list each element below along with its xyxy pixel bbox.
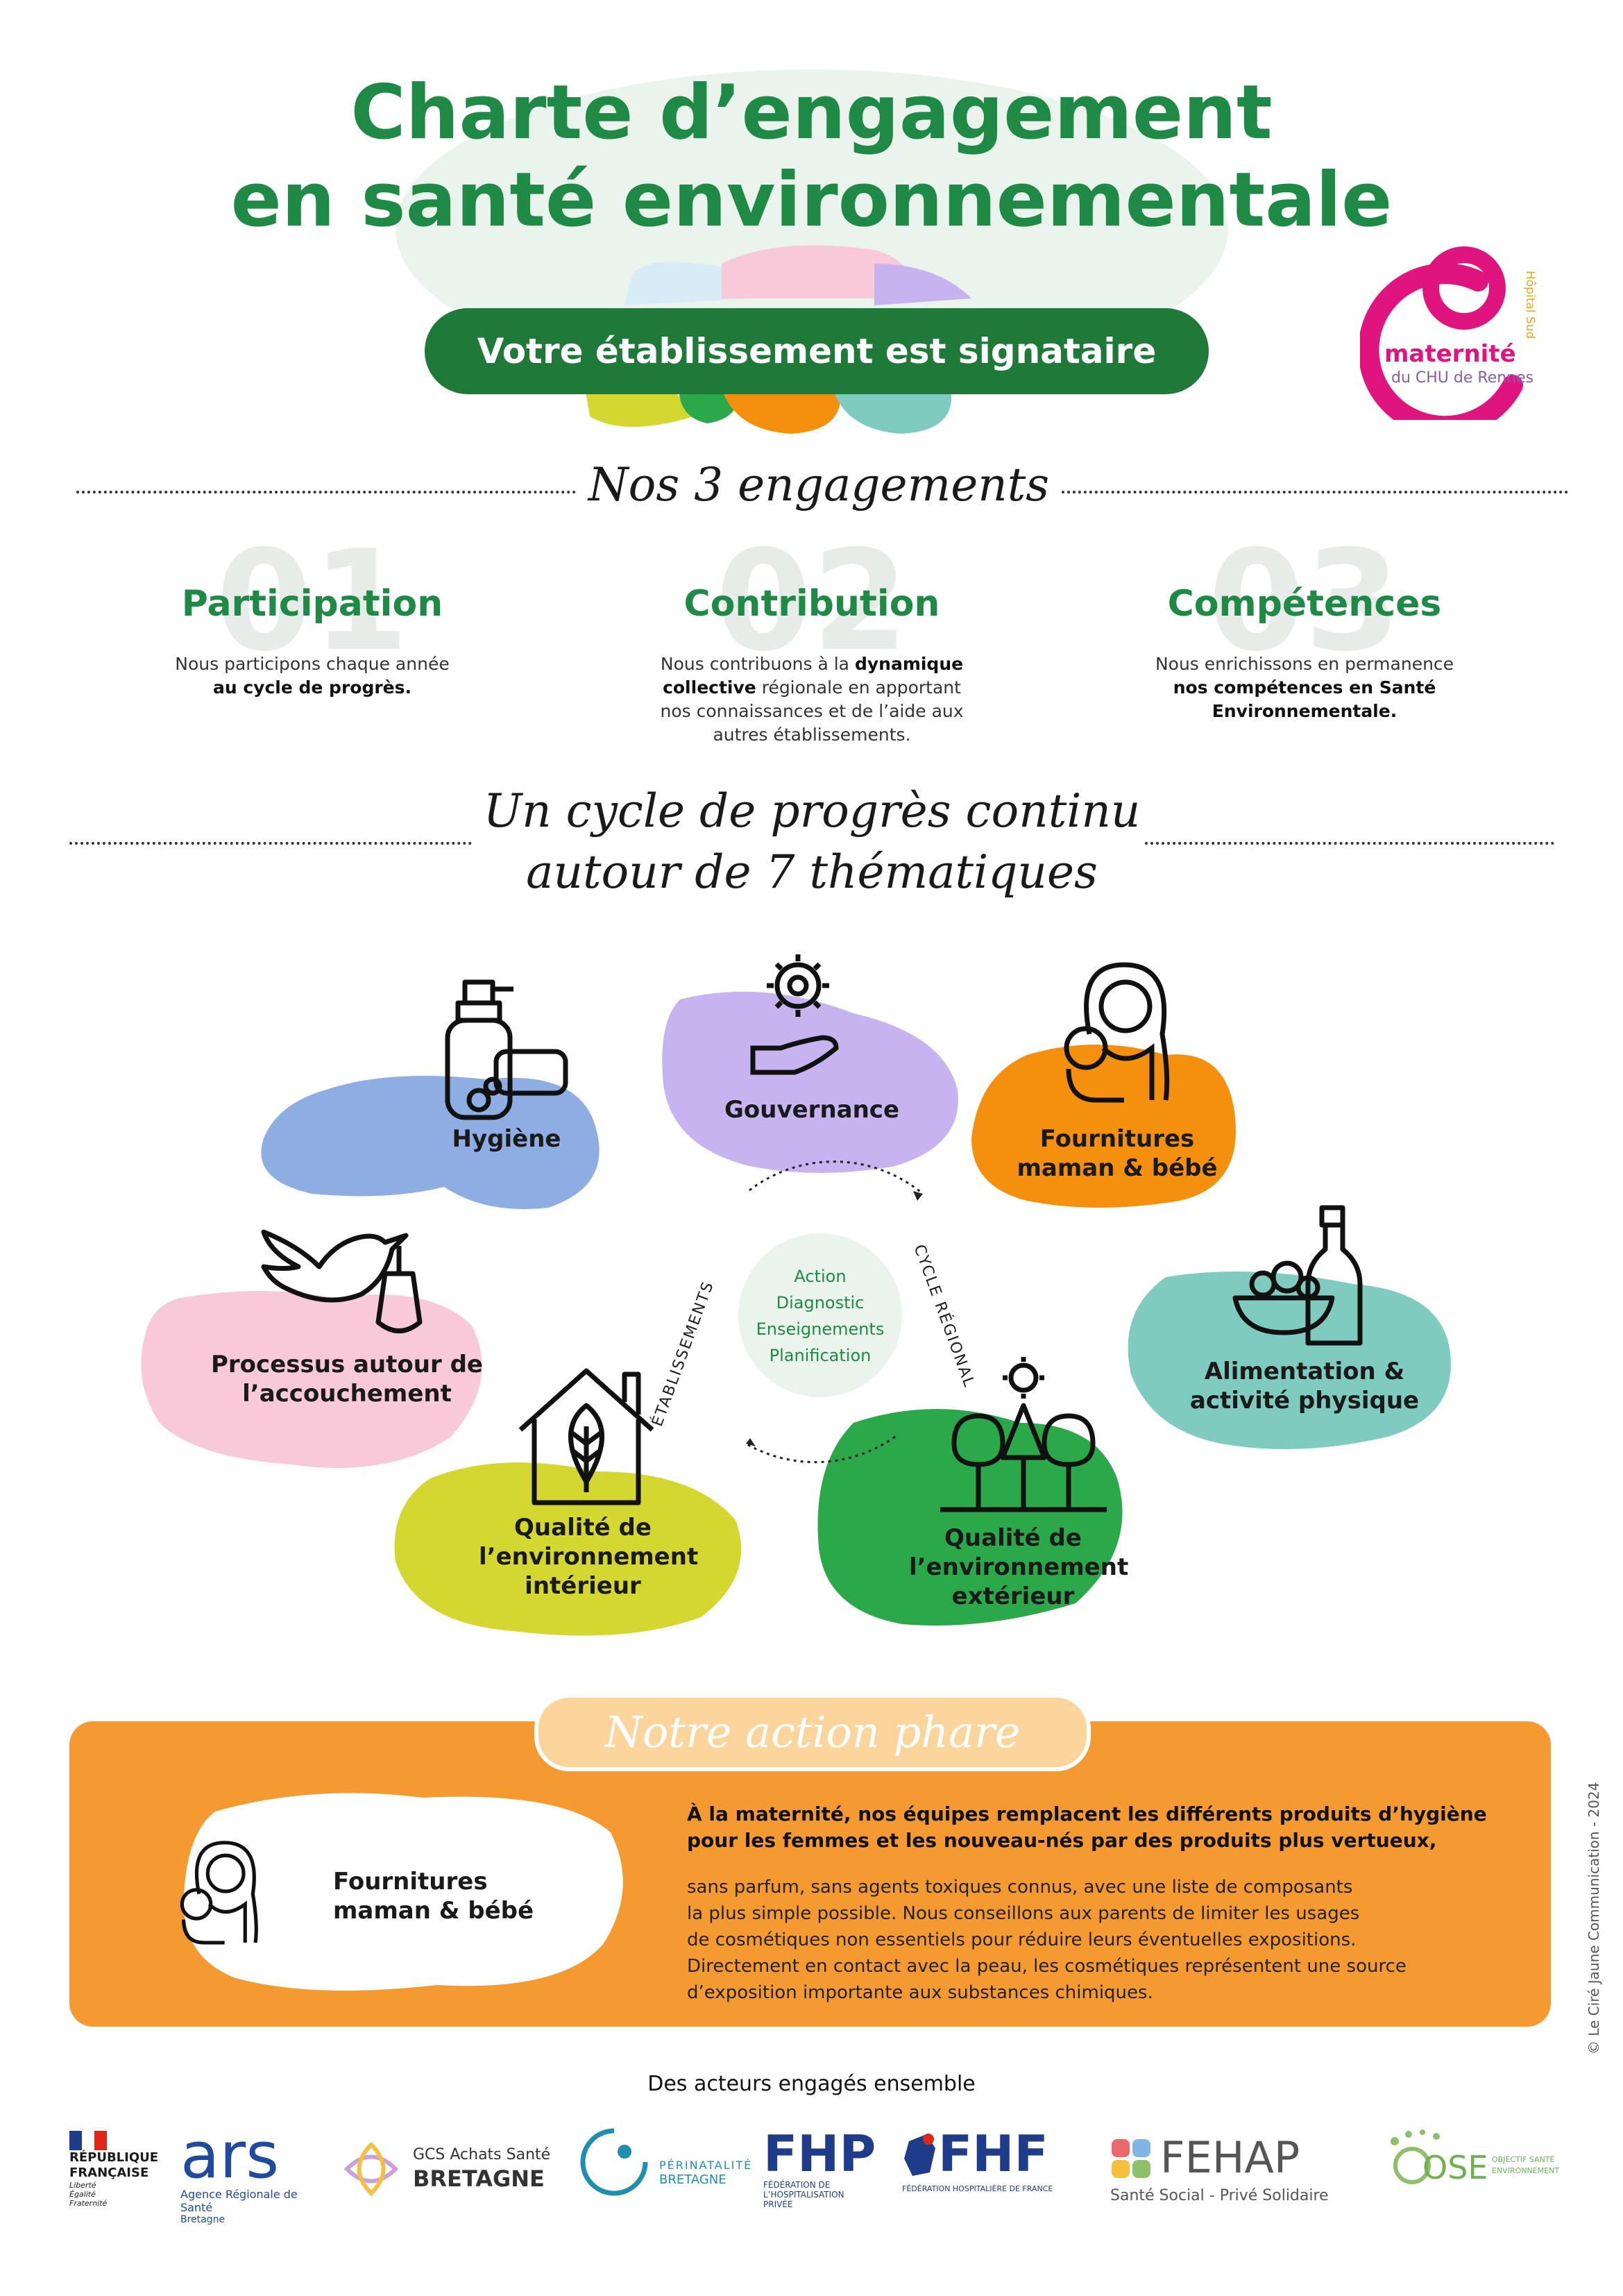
cycle-item-planification: Planification bbox=[769, 1346, 872, 1365]
maternite-logo-sub: du CHU de Rennes bbox=[1391, 369, 1534, 387]
theme-label-alimentation: Alimentation & activité physique bbox=[1189, 1358, 1420, 1415]
signatory-badge: Votre établissement est signataire bbox=[425, 308, 1209, 394]
soap-icon bbox=[445, 979, 568, 1120]
engagement-text-3: Nous enrichissons en permanence nos comp… bbox=[1155, 654, 1454, 721]
divider-left bbox=[76, 491, 576, 493]
gear-hand-icon bbox=[750, 954, 839, 1075]
action-phare-heading: Notre action phare bbox=[534, 1694, 1091, 1771]
engagement-number-1: 01 bbox=[215, 521, 409, 682]
cycle-heading-line2: autour de 7 thématiques bbox=[526, 845, 1098, 899]
fehap-squares-icon bbox=[1112, 2139, 1150, 2178]
cycle-item-enseignements: Enseignements bbox=[756, 1319, 885, 1339]
action-card-label: Fournitures maman & bébé bbox=[333, 1868, 534, 1925]
maternite-logo-icon bbox=[1360, 246, 1523, 420]
theme-label-exterieur: Qualité de l’environnement extérieur bbox=[909, 1524, 1129, 1610]
engagement-title-1: Participation bbox=[181, 583, 443, 625]
fhp-logo: FHP FÉDÉRATION DE L’HOSPITALISATION PRIV… bbox=[763, 2125, 876, 2209]
page-title-line1: Charte d’engagement bbox=[350, 69, 1273, 156]
theme-label-fournitures: Fournitures maman & bébé bbox=[1017, 1125, 1218, 1182]
republique-logo: RÉPUBLIQUE FRANÇAISE Liberté Égalité Fra… bbox=[69, 2131, 194, 2208]
action-lead-text: À la maternité, nos équipes remplacent l… bbox=[687, 1803, 1487, 1852]
french-flag-icon bbox=[69, 2131, 107, 2150]
engagement-number-3: 03 bbox=[1207, 521, 1402, 682]
action-card-blob bbox=[183, 1793, 623, 1991]
cycle-divider-left bbox=[69, 842, 472, 845]
page-title-line2: en santé environnementale bbox=[230, 157, 1393, 244]
theme-label-hygiene: Hygiène bbox=[452, 1125, 561, 1153]
action-mother-baby-icon bbox=[180, 1841, 258, 1945]
maternite-logo-side: Hôpital Sud bbox=[1523, 271, 1537, 339]
engagement-number-2: 02 bbox=[715, 521, 909, 682]
engagements-heading: Nos 3 engagements bbox=[588, 458, 1050, 512]
trees-sun-icon bbox=[940, 1357, 1107, 1512]
perinatalite-icon bbox=[580, 2128, 648, 2196]
divider-right bbox=[1062, 491, 1568, 493]
cycle-center-list: Action Diagnostic Enseignements Planific… bbox=[738, 1263, 902, 1369]
theme-label-gouvernance: Gouvernance bbox=[724, 1096, 900, 1124]
side-credit: © Le Ciré Jaune Communication - 2024 bbox=[1586, 1782, 1602, 2054]
cycle-divider-right bbox=[1145, 842, 1554, 845]
action-body-text: sans parfum, sans agents toxiques connus… bbox=[687, 1877, 1407, 2003]
mother-baby-icon bbox=[1064, 962, 1170, 1103]
ose-dots-icon bbox=[1391, 2129, 1440, 2184]
food-bottle-icon bbox=[1232, 1205, 1363, 1346]
engagement-title-2: Contribution bbox=[683, 583, 940, 625]
theme-label-processus: Processus autour de l’accouchement bbox=[211, 1351, 483, 1408]
cycle-item-diagnostic: Diagnostic bbox=[776, 1293, 865, 1312]
house-leaf-icon bbox=[518, 1368, 654, 1505]
stork-icon bbox=[261, 1229, 423, 1333]
maternite-logo-name: maternité bbox=[1384, 340, 1516, 368]
theme-label-interieur: Qualité de l’environnement intérieur bbox=[479, 1514, 699, 1600]
perinatalite-logo: PÉRINATALITÉ BRETAGNE bbox=[576, 2124, 751, 2203]
themes-blobs bbox=[141, 991, 1451, 1636]
ars-logo: ars Agence Régionale de Santé Bretagne bbox=[180, 2118, 298, 2226]
engagement-text-2: Nous contribuons à la dynamique collecti… bbox=[660, 654, 964, 745]
engagement-title-3: Compétences bbox=[1167, 583, 1442, 625]
cycle-heading-line1: Un cycle de progrès continu bbox=[483, 784, 1141, 838]
footer-heading: Des acteurs engagés ensemble bbox=[647, 2072, 976, 2096]
cycle-item-action: Action bbox=[794, 1267, 847, 1286]
gcs-knot-icon bbox=[343, 2141, 399, 2197]
fhf-map-icon bbox=[904, 2134, 935, 2176]
